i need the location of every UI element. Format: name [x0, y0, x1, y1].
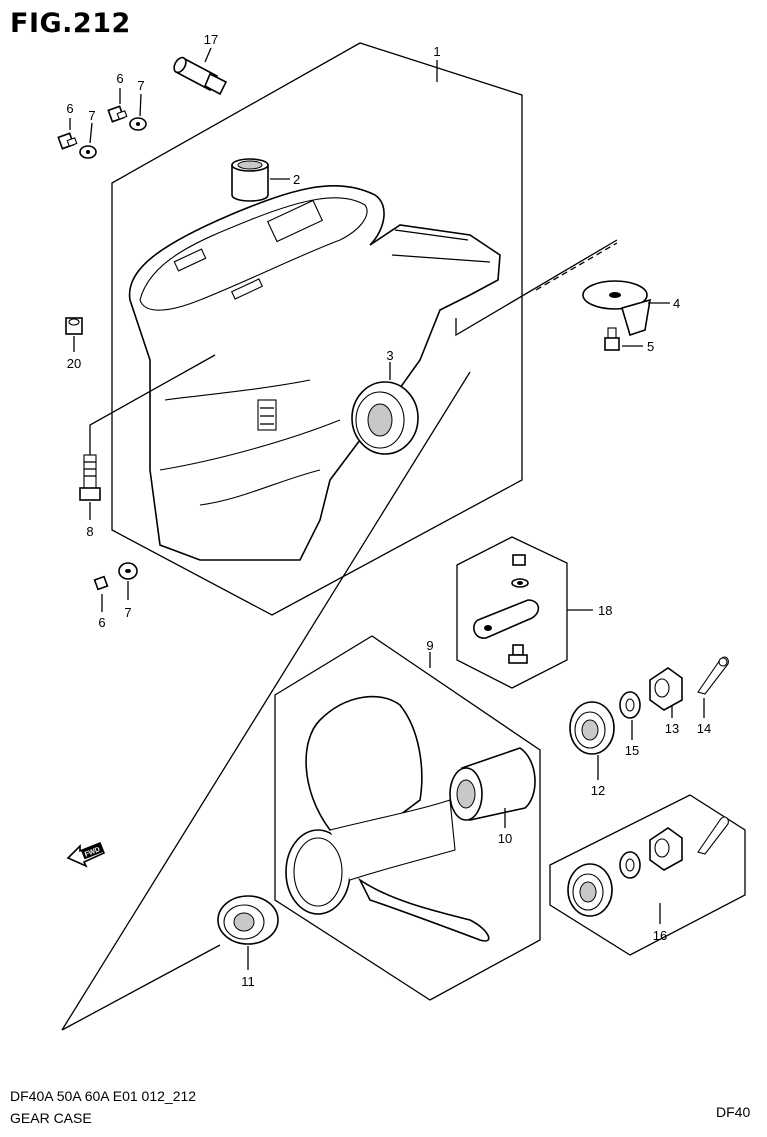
oil-seal-part-3[interactable]: [351, 381, 419, 455]
callout-11: 11: [241, 974, 255, 989]
thrust-washer-part-12[interactable]: [569, 701, 615, 755]
plate-kit-part-18[interactable]: [473, 554, 540, 664]
bolt-part-6-upper-left[interactable]: [57, 132, 78, 150]
washer-part-7-upper-left[interactable]: [79, 145, 97, 159]
callout-1: 1: [433, 44, 440, 59]
callout-4: 4: [673, 296, 680, 311]
bolt-part-6-lower[interactable]: [93, 575, 109, 591]
washer-part-15[interactable]: [619, 691, 641, 719]
nut-part-20[interactable]: [65, 317, 83, 335]
cotter-pin-part-14[interactable]: [697, 656, 729, 695]
callout-8: 8: [86, 524, 93, 539]
callout-5: 5: [647, 339, 654, 354]
bolt-part-8[interactable]: [79, 454, 101, 501]
section-name: GEAR CASE: [10, 1110, 92, 1126]
bolt-part-6-upper[interactable]: [107, 105, 128, 123]
washer-part-7-lower[interactable]: [118, 562, 138, 580]
callout-6-lower: 6: [98, 615, 105, 630]
dashed-reference-line: [535, 242, 618, 291]
bushing-part-2[interactable]: [231, 158, 269, 202]
leader-line-7a: [89, 122, 93, 144]
reference-line-4: [455, 239, 618, 337]
callout-16: 16: [653, 928, 667, 943]
fwd-arrow-icon: FWD: [66, 841, 106, 868]
propeller-group-outline: [274, 635, 541, 1001]
callout-17: 17: [204, 32, 218, 47]
gear-case-group-outline: [111, 42, 523, 616]
figure-title: FIG.212: [10, 8, 131, 39]
callout-2: 2: [293, 172, 300, 187]
callout-9: 9: [426, 638, 433, 653]
callout-6-top: 6: [116, 71, 123, 86]
plate-kit-group-outline: [456, 536, 568, 689]
trim-tab-part-4[interactable]: [582, 280, 651, 337]
callout-7-top: 7: [137, 78, 144, 93]
washer-part-7-upper[interactable]: [129, 117, 147, 131]
reference-line-8: [89, 354, 216, 455]
castle-nut-part-13[interactable]: [649, 667, 683, 711]
callout-7-left: 7: [88, 108, 95, 123]
leader-line-17: [204, 47, 212, 63]
plug-part-17[interactable]: [172, 56, 228, 96]
callout-18: 18: [598, 603, 612, 618]
leader-line-7b: [139, 93, 142, 117]
callout-15: 15: [625, 743, 639, 758]
prop-bushing-part-10[interactable]: [449, 747, 536, 821]
model-badge: DF40: [716, 1104, 751, 1120]
callout-14: 14: [697, 721, 711, 736]
nut-kit-group-outline: [549, 794, 746, 956]
bolt-part-5[interactable]: [604, 327, 620, 351]
gear-case-housing[interactable]: [128, 184, 501, 561]
callout-3: 3: [386, 348, 393, 363]
callout-6-left: 6: [66, 101, 73, 116]
callout-20: 20: [67, 356, 81, 371]
callout-10: 10: [498, 831, 512, 846]
callout-13: 13: [665, 721, 679, 736]
model-code: DF40A 50A 60A E01 012_212: [10, 1088, 197, 1104]
propeller-part-9[interactable]: [285, 695, 490, 942]
diagonal-reference-lower: [61, 944, 221, 1031]
nut-kit-part-16[interactable]: [567, 816, 729, 917]
callout-7-lower: 7: [124, 605, 131, 620]
spacer-part-11[interactable]: [217, 895, 279, 945]
callout-12: 12: [591, 783, 605, 798]
diagonal-reference-upper: [61, 371, 471, 1031]
